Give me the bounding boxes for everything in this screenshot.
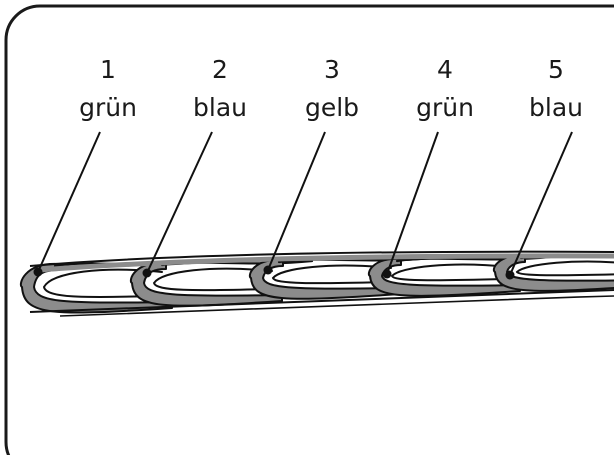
clip-color-label: grün — [79, 93, 137, 122]
leader-dot — [142, 268, 152, 278]
clip-number-label: 5 — [548, 55, 564, 84]
clip-color-label: blau — [529, 93, 583, 122]
clip-color-label: gelb — [305, 93, 359, 122]
wire-strand-top — [29, 250, 614, 267]
leader-line-3 — [263, 131, 326, 275]
clip-number-label: 3 — [324, 55, 340, 84]
leader-dot — [382, 269, 392, 279]
clip-label-5: 5 blau — [529, 55, 583, 122]
clip-color-label: grün — [416, 93, 474, 122]
leader-line-5 — [505, 131, 573, 280]
clip-label-4: 4 grün — [416, 55, 474, 122]
leader-dot — [263, 265, 273, 275]
clip-label-3: 3 gelb — [305, 55, 359, 122]
clip-label-1: 1 grün — [79, 55, 137, 122]
leader-line-1 — [33, 131, 101, 277]
paperclip-chain — [20, 250, 614, 317]
leader-line-4 — [382, 131, 439, 279]
wire-strand-shade — [39, 253, 614, 273]
clip-number-label: 1 — [100, 55, 116, 84]
wire-strand-bottom — [29, 289, 614, 313]
diagram-frame — [4, 4, 614, 455]
clip-color-label: blau — [193, 93, 247, 122]
leader-line-2 — [142, 131, 213, 278]
clip-number-label: 4 — [437, 55, 453, 84]
leader-dot — [505, 270, 515, 280]
leader-lines — [33, 131, 573, 280]
leader-dot — [33, 267, 43, 277]
clip-number-label: 2 — [212, 55, 228, 84]
clip-label-2: 2 blau — [193, 55, 247, 122]
